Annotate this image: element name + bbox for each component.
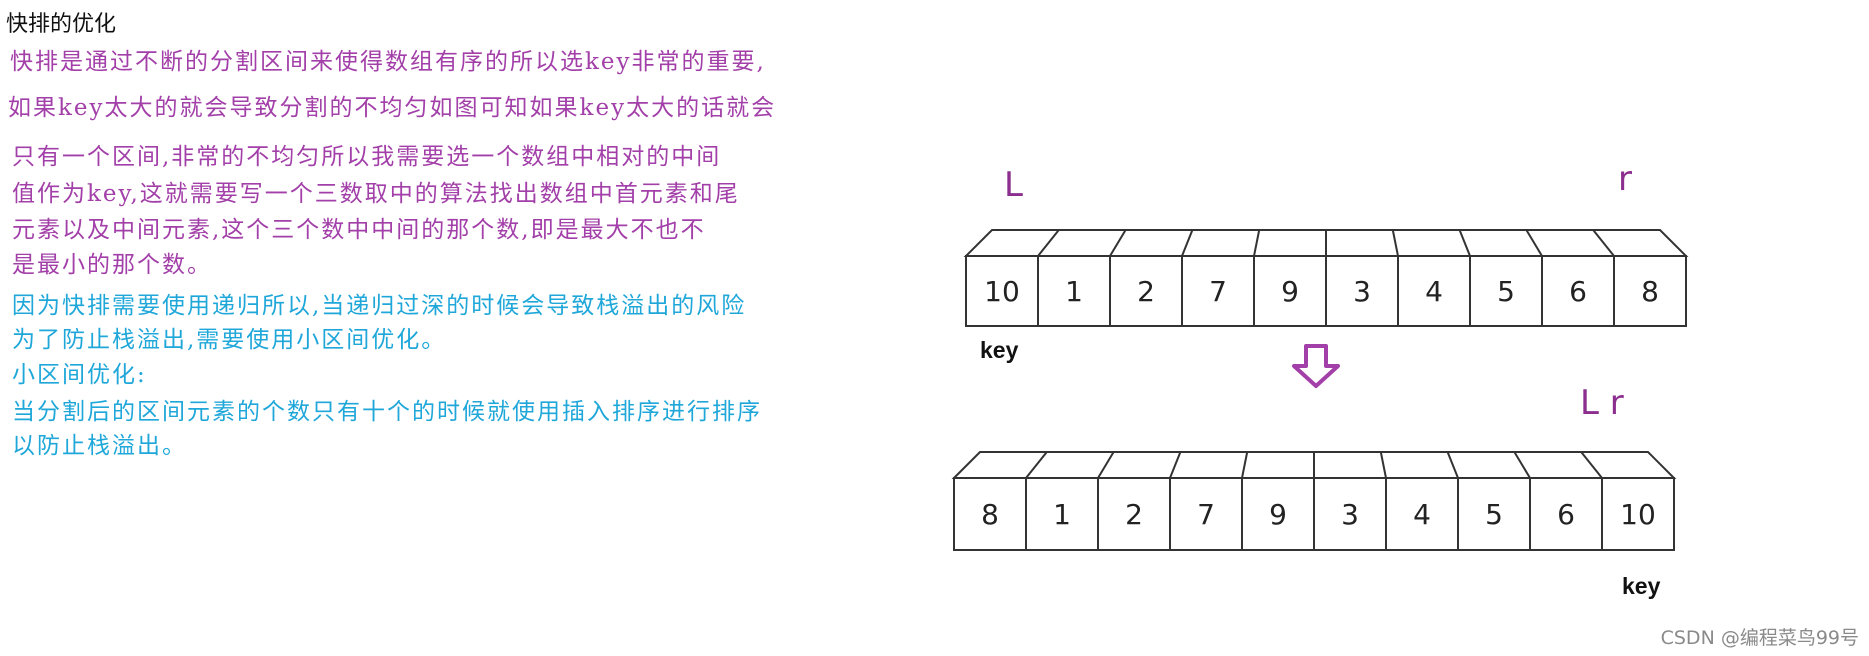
top-array-cell-value: 3 — [1353, 275, 1371, 308]
top-array-top-divider — [1037, 229, 1060, 257]
bottom-array-cell-value: 1 — [1053, 498, 1071, 531]
bottom-array-top-divider — [1241, 451, 1249, 479]
blue-paragraph-line-2: 为了防止栈溢出,需要使用小区间优化。 — [12, 327, 447, 353]
top-key-label: key — [980, 337, 1019, 363]
bottom-key-label: key — [1622, 573, 1661, 599]
top-right-pointer: r — [1618, 159, 1632, 199]
top-array-cell-value: 4 — [1425, 275, 1443, 308]
purple-paragraph-line-6: 是最小的那个数。 — [12, 252, 212, 278]
bottom-pointers: L r — [1580, 383, 1624, 423]
blue-paragraph-line-1: 因为快排需要使用递归所以,当递归过深的时候会导致栈溢出的风险 — [12, 293, 747, 319]
bottom-array: 8 1 2 7 9 3 4 5 6 10 — [951, 451, 1677, 551]
watermark: CSDN @编程菜鸟99号 — [1660, 627, 1859, 649]
bottom-array-cell-value: 7 — [1197, 498, 1215, 531]
top-array-cell-value: 7 — [1209, 275, 1227, 308]
top-array-cell-value: 6 — [1569, 275, 1587, 308]
bottom-array-top-divider — [1379, 451, 1387, 479]
blue-paragraph-line-5: 以防止栈溢出。 — [12, 433, 187, 459]
top-array-cell-value: 10 — [984, 275, 1020, 308]
bottom-array-top-divider — [1097, 451, 1115, 479]
top-array-cell-value: 9 — [1281, 275, 1299, 308]
down-arrow-icon — [1292, 344, 1340, 388]
bottom-array-cell-value: 2 — [1125, 498, 1143, 531]
bottom-array-cell-value: 4 — [1413, 498, 1431, 531]
top-array-cell-value: 8 — [1641, 275, 1659, 308]
bottom-array-top-divider — [1446, 451, 1459, 479]
top-array-top-divider — [1181, 229, 1194, 257]
bottom-array-top-divider — [1025, 451, 1048, 479]
top-array-cell-value: 5 — [1497, 275, 1515, 308]
top-array-top-divider — [1525, 229, 1543, 257]
purple-paragraph-line-2: 如果key太大的就会导致分割的不均匀如图可知如果key太大的话就会 — [8, 95, 777, 121]
blue-paragraph-line-4: 当分割后的区间元素的个数只有十个的时候就使用插入排序进行排序 — [12, 399, 762, 425]
top-left-pointer: L — [1004, 165, 1023, 205]
bottom-array-cell-value: 5 — [1485, 498, 1503, 531]
top-array: 10 1 2 7 9 3 4 5 6 8 — [963, 229, 1689, 327]
purple-paragraph-line-4: 值作为key,这就需要写一个三数取中的算法找出数组中首元素和尾 — [12, 181, 740, 207]
bottom-array-top-divider — [1169, 451, 1182, 479]
bottom-array-cell-value: 8 — [981, 498, 999, 531]
top-array-cell-value: 1 — [1065, 275, 1083, 308]
bottom-array-top-divider — [1580, 451, 1603, 479]
top-array-cell-value: 2 — [1137, 275, 1155, 308]
top-array-top-divider — [1458, 229, 1471, 257]
blue-paragraph-line-3: 小区间优化: — [12, 362, 147, 388]
bottom-array-top-divider — [1513, 451, 1531, 479]
bottom-array-cell-value: 6 — [1557, 498, 1575, 531]
bottom-array-cell-value: 3 — [1341, 498, 1359, 531]
bottom-array-cell-value: 10 — [1620, 498, 1656, 531]
bottom-array-cell-value: 9 — [1269, 498, 1287, 531]
purple-paragraph-line-1: 快排是通过不断的分割区间来使得数组有序的所以选key非常的重要, — [10, 49, 766, 75]
page-heading: 快排的优化 — [6, 12, 117, 37]
top-array-top-divider — [1109, 229, 1127, 257]
top-array-top-divider — [1253, 229, 1261, 257]
top-array-top-divider — [1391, 229, 1399, 257]
top-array-top-divider — [1592, 229, 1615, 257]
purple-paragraph-line-5: 元素以及中间元素,这个三个数中中间的那个数,即是最大不也不 — [12, 217, 706, 243]
purple-paragraph-line-3: 只有一个区间,非常的不均匀所以我需要选一个数组中相对的中间 — [12, 144, 722, 170]
